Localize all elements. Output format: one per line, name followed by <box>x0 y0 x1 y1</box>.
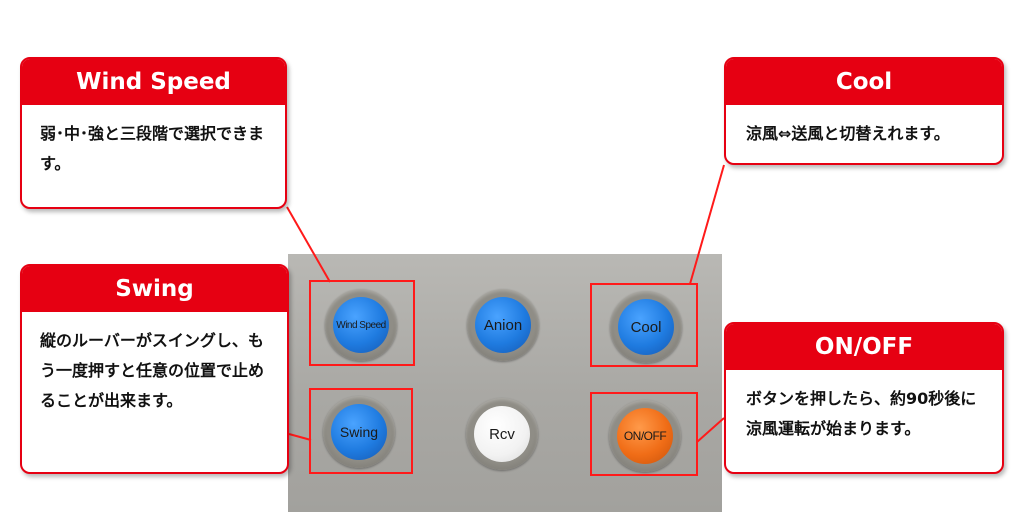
wind-speed-highlight-box <box>309 280 415 366</box>
wind-speed-leader-line <box>286 206 331 283</box>
anion-button[interactable]: Anion <box>467 289 539 361</box>
wind-speed-callout: Wind Speed 弱･中･強と三段階で選択できます。 <box>20 57 287 209</box>
swing-callout-text: 縦のルーバーがスイングし、もう一度押すと任意の位置で止めることが出来ます。 <box>40 331 265 410</box>
cool-highlight-box <box>590 283 698 367</box>
cool-button[interactable]: Cool <box>610 291 682 363</box>
on-off-callout: ON/OFF ボタンを押したら、約90秒後に涼風運転が始まります。 <box>724 322 1004 474</box>
on-off-button[interactable]: ON/OFF <box>609 400 681 472</box>
wind-speed-button[interactable]: Wind Speed <box>325 289 397 361</box>
cool-leader-line <box>689 164 725 285</box>
on-off-callout-title: ON/OFF <box>726 324 1002 370</box>
on-off-button-label: ON/OFF <box>617 408 673 464</box>
wind-speed-callout-text: 弱･中･強と三段階で選択できます。 <box>40 124 265 173</box>
swing-leader-line <box>288 433 312 441</box>
cool-callout-text: 涼風⇔送風と切替えれます。 <box>746 124 950 143</box>
swing-button[interactable]: Swing <box>323 396 395 468</box>
on-off-callout-text: ボタンを押したら、約90秒後に涼風運転が始まります。 <box>746 389 977 438</box>
cool-callout: Cool 涼風⇔送風と切替えれます。 <box>724 57 1004 165</box>
wind-speed-callout-title: Wind Speed <box>22 59 285 105</box>
on-off-highlight-box <box>590 392 698 476</box>
on-off-leader-line <box>696 417 725 443</box>
cool-button-label: Cool <box>618 299 674 355</box>
wind-speed-button-label: Wind Speed <box>333 297 389 353</box>
rcv-button-label: Rcv <box>474 406 530 462</box>
rcv-button[interactable]: Rcv <box>466 398 538 470</box>
swing-button-label: Swing <box>331 404 387 460</box>
swing-callout: Swing 縦のルーバーがスイングし、もう一度押すと任意の位置で止めることが出来… <box>20 264 289 474</box>
cool-callout-title: Cool <box>726 59 1002 105</box>
swing-highlight-box <box>309 388 413 474</box>
swing-callout-title: Swing <box>22 266 287 312</box>
anion-button-label: Anion <box>475 297 531 353</box>
